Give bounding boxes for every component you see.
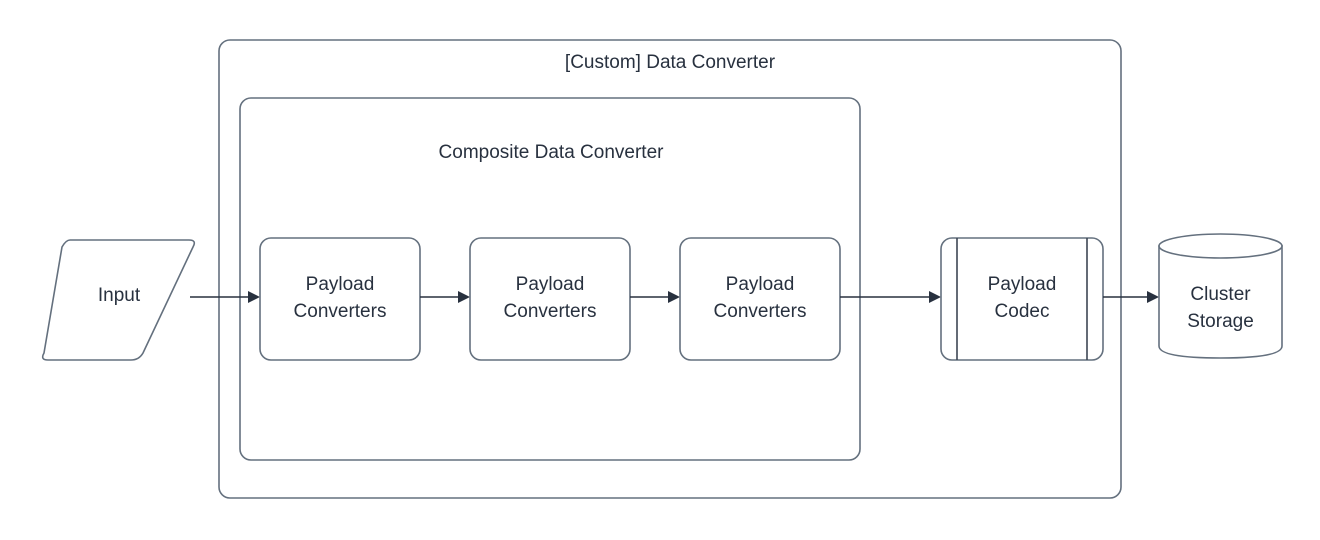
input-label: Input — [98, 285, 141, 306]
edge-payload-converters-1-to-2[interactable] — [420, 291, 470, 303]
container-composite-data-converter[interactable]: Composite Data Converter — [239, 97, 861, 461]
payload-converters-1-box[interactable] — [259, 237, 421, 361]
arrowhead-icon — [1147, 291, 1159, 303]
node-input[interactable]: Input — [41, 239, 196, 361]
payload-converters-2-label-line1: Payload — [516, 274, 585, 295]
edge-input-to-payload-converters-1[interactable] — [190, 291, 260, 303]
edge-payload-converters-2-to-3[interactable] — [630, 291, 680, 303]
arrowhead-icon — [929, 291, 941, 303]
composite-data-converter-title: Composite Data Converter — [439, 142, 665, 163]
composite-data-converter-box[interactable] — [239, 97, 861, 461]
node-payload-converters-2[interactable]: Payload Converters — [469, 237, 631, 361]
payload-converters-3-label-line1: Payload — [726, 274, 795, 295]
edge-payload-converters-3-to-payload-codec[interactable] — [840, 291, 941, 303]
arrowhead-icon — [668, 291, 680, 303]
edge-payload-codec-to-cluster-storage[interactable] — [1103, 291, 1159, 303]
cluster-storage-top-ellipse — [1158, 233, 1283, 259]
container-custom-data-converter[interactable]: [Custom] Data Converter — [218, 39, 1122, 499]
arrowhead-icon — [248, 291, 260, 303]
node-payload-converters-1[interactable]: Payload Converters — [259, 237, 421, 361]
arrowhead-icon — [458, 291, 470, 303]
node-payload-codec[interactable]: Payload Codec — [940, 237, 1104, 361]
payload-converters-3-label-line2: Converters — [714, 301, 807, 322]
node-cluster-storage[interactable]: Cluster Storage — [1158, 233, 1283, 359]
cluster-storage-body[interactable] — [1158, 245, 1283, 359]
payload-converters-3-box[interactable] — [679, 237, 841, 361]
node-payload-converters-3[interactable]: Payload Converters — [679, 237, 841, 361]
payload-codec-label-line1: Payload — [988, 274, 1057, 295]
payload-converters-2-box[interactable] — [469, 237, 631, 361]
cluster-storage-label-line1: Cluster — [1190, 284, 1251, 305]
payload-converters-1-label-line1: Payload — [306, 274, 375, 295]
custom-data-converter-box[interactable] — [218, 39, 1122, 499]
payload-codec-box[interactable] — [940, 237, 1104, 361]
payload-converters-1-label-line2: Converters — [294, 301, 387, 322]
payload-converters-2-label-line2: Converters — [504, 301, 597, 322]
input-parallelogram[interactable] — [41, 239, 196, 361]
custom-data-converter-title: [Custom] Data Converter — [565, 52, 776, 73]
cluster-storage-label-line2: Storage — [1187, 311, 1254, 332]
payload-codec-label-line2: Codec — [995, 301, 1050, 322]
